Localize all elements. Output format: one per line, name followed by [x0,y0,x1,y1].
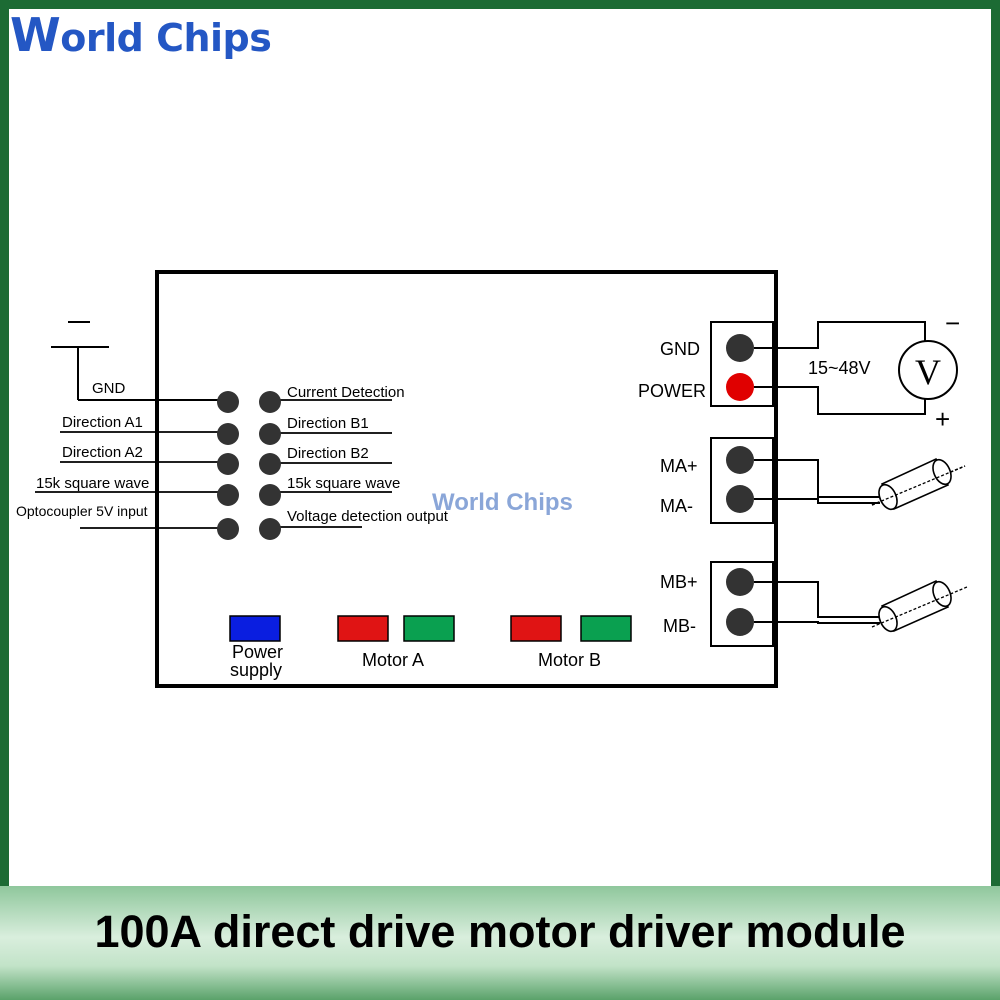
label-terminal-mb-minus: MB- [663,616,696,636]
supply-wires [754,321,926,415]
pin-square-wave-a [217,484,239,506]
label-square-wave-b: 15k square wave [287,475,400,492]
diagram-canvas [9,9,991,886]
label-gnd-pin: GND [92,380,126,397]
motor-a-led-green [403,615,455,642]
power-supply-label-line1: Power [232,642,283,662]
motor-b-led-red [510,615,562,642]
label-square-wave-a: 15k square wave [36,475,149,492]
pin-optocoupler [217,518,239,540]
terminal-gnd [726,334,754,362]
caption-banner [0,886,1000,1000]
motor-b-icon [871,579,968,633]
terminal-mb-minus [726,608,754,636]
pin-current-detection [259,391,281,413]
label-direction-a2: Direction A2 [62,444,143,461]
motor-b-led-green [580,615,632,642]
brand-logo: World Chips [10,8,272,62]
label-optocoupler: Optocoupler 5V input [16,503,148,519]
motor-a-label: Motor A [362,650,424,670]
terminal-ma-minus [726,485,754,513]
motor-a-wires [754,459,880,504]
terminal-power [726,373,754,401]
motor-a-led-red [337,615,389,642]
header-pins [217,391,281,540]
terminal-ma-plus [726,446,754,474]
label-direction-b1: Direction B1 [287,415,369,432]
label-voltage-output: Voltage detection output [287,508,449,525]
motor-b-label: Motor B [538,650,601,670]
voltmeter-icon: V [898,340,958,400]
label-terminal-gnd: GND [660,339,700,359]
pin-direction-a1 [217,423,239,445]
pin-square-wave-b [259,484,281,506]
supply-plus-label: + [935,404,950,434]
ground-symbol-icon [51,321,228,401]
motor-a-icon [871,457,966,511]
caption-text: 100A direct drive motor driver module [94,906,906,957]
label-direction-a1: Direction A1 [62,414,143,431]
pin-direction-b2 [259,453,281,475]
supply-minus-label: − [945,308,960,338]
terminal-blocks [710,321,774,647]
watermark: World Chips [432,489,573,516]
power-supply-label-line2: supply [230,660,282,680]
module-outline [155,270,778,688]
label-terminal-ma-plus: MA+ [660,456,698,476]
motor-b-wires [754,581,880,624]
pin-direction-a2 [217,453,239,475]
label-terminal-mb-plus: MB+ [660,572,698,592]
supply-voltage-label: 15~48V [808,358,871,378]
power-terminal-block [710,321,774,407]
terminal-mb-plus [726,568,754,596]
pin-voltage-output [259,518,281,540]
label-terminal-power: POWER [638,381,706,401]
motor-b-terminal-block [710,561,774,647]
pin-direction-b1 [259,423,281,445]
label-direction-b2: Direction B2 [287,445,369,462]
power-supply-led [229,615,281,642]
label-current-detection: Current Detection [287,384,405,401]
svg-text:V: V [915,352,941,392]
motor-a-terminal-block [710,437,774,524]
label-terminal-ma-minus: MA- [660,496,693,516]
pin-gnd [217,391,239,413]
left-pin-wires [35,431,228,529]
right-pin-wires [270,399,392,528]
